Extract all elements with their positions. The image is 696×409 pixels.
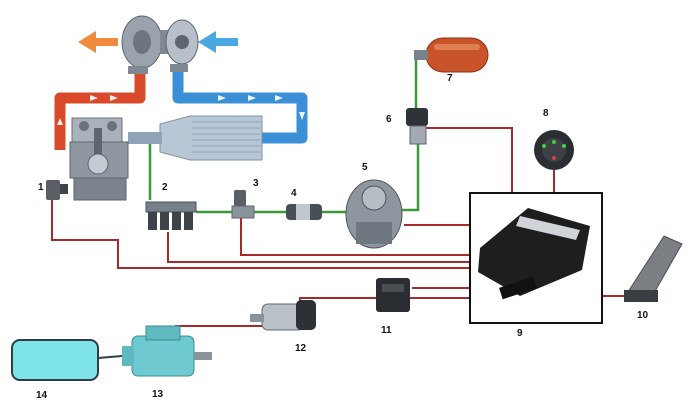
number-labels: 1 2 3 4 5 6 7 8 9 10 11 12 13 14 (36, 73, 649, 401)
label-9: 9 (517, 328, 523, 339)
chevron-icon (218, 95, 226, 101)
gas-filter-icon (286, 204, 322, 220)
engine-icon (69, 117, 129, 201)
exhaust-arrow-icon (78, 31, 118, 53)
wire-pump-13 (175, 325, 262, 333)
wire-sensor-1 (51, 200, 470, 269)
ecu-controller-icon (478, 208, 590, 300)
chevron-icon (299, 112, 305, 120)
label-6: 6 (386, 114, 392, 125)
label-10: 10 (637, 310, 649, 321)
label-4: 4 (291, 188, 297, 199)
wire-valve-6 (426, 127, 513, 193)
turbocharger-icon (121, 15, 199, 74)
injector-rail-icon (145, 201, 197, 230)
ecu-frame (469, 192, 603, 324)
flow-chevrons (57, 95, 305, 125)
label-3: 3 (253, 178, 259, 189)
chevron-icon (57, 118, 63, 125)
wire-injectors-2 (167, 232, 470, 263)
label-8: 8 (543, 108, 549, 119)
fuel-tank-icon (11, 339, 123, 381)
label-2: 2 (162, 182, 168, 193)
gas-line-valve-reducer (400, 142, 420, 212)
label-7: 7 (447, 73, 453, 84)
label-12: 12 (295, 343, 307, 354)
fuel-pump-actuator-icon (250, 300, 316, 331)
injection-pump-icon (122, 325, 212, 377)
label-5: 5 (362, 162, 368, 173)
chevron-icon (248, 95, 256, 101)
intake-arrow-icon (198, 31, 238, 53)
pressure-reducer-icon (345, 179, 403, 249)
gas-cylinder-icon (414, 37, 489, 73)
accelerator-pedal-icon (624, 235, 683, 302)
gas-lines (148, 58, 420, 214)
chevron-icon (110, 95, 118, 101)
label-13: 13 (152, 389, 164, 400)
cold-intake-pipe (172, 72, 308, 144)
label-11: 11 (381, 325, 392, 336)
wiring (51, 127, 626, 333)
chevron-icon (90, 95, 98, 101)
pressure-sensor-icon (231, 190, 255, 219)
emulator-module-icon (376, 278, 410, 312)
label-1: 1 (38, 182, 44, 193)
solenoid-valve-icon (406, 108, 428, 145)
map-sensor-icon (46, 180, 68, 200)
wire-sensor-3 (240, 212, 470, 256)
fuel-switch-icon (534, 130, 574, 170)
chevron-icon (275, 95, 283, 101)
label-14: 14 (36, 390, 48, 401)
intercooler (128, 115, 263, 161)
